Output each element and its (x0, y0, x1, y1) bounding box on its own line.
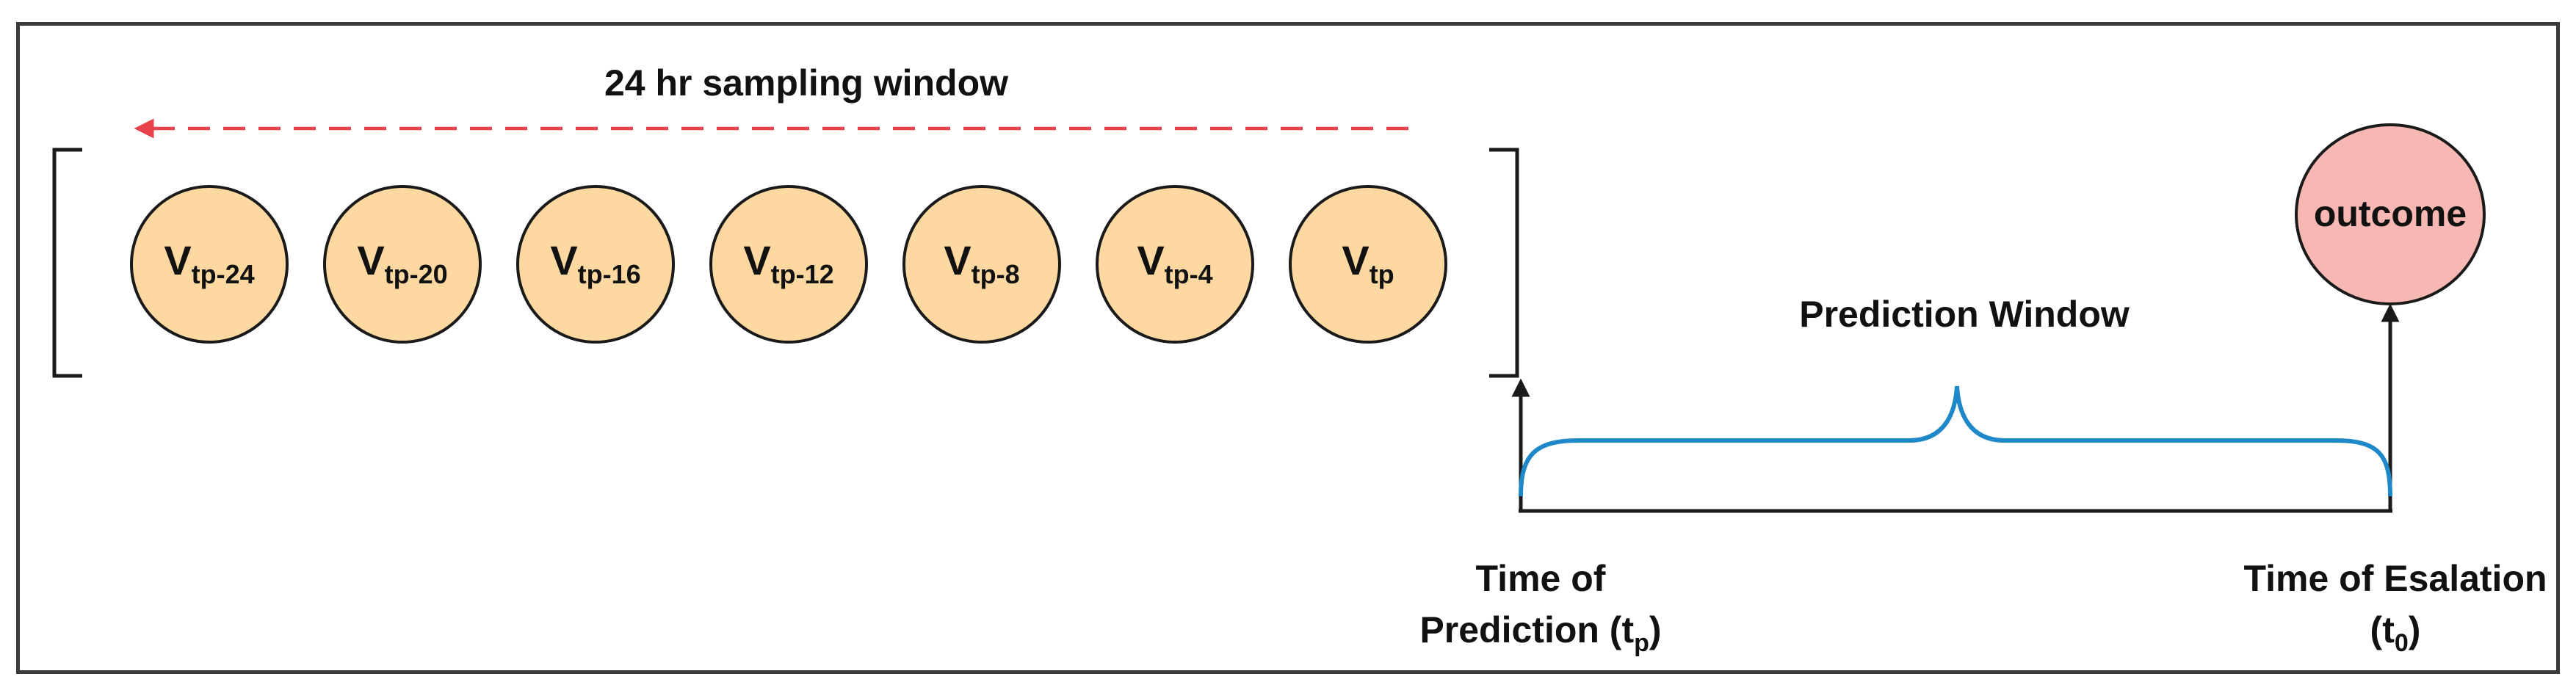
sample-node-label: Vtp-4 (1137, 237, 1212, 289)
sample-node-sub: tp (1370, 259, 1394, 289)
sample-node-circle (516, 185, 675, 344)
time-of-escalation-main: (t (2370, 609, 2395, 650)
time-of-prediction-main: Prediction (t (1419, 609, 1634, 650)
sample-node-circle (1096, 185, 1254, 344)
sample-node-label: Vtp (1342, 237, 1394, 289)
time-of-prediction-line2: Prediction (tp) (1419, 609, 1661, 657)
sample-node-circle (1289, 185, 1447, 344)
sample-node-sub: tp-4 (1165, 259, 1213, 289)
right-bracket (1489, 148, 1519, 378)
sample-node-label: Vtp-20 (357, 237, 447, 289)
sample-node-sub: tp-20 (385, 259, 448, 289)
outcome-label: outcome (2314, 193, 2467, 234)
sample-node-circle (709, 185, 868, 344)
sampling-window-label: 24 hr sampling window (604, 62, 1008, 104)
diagram-frame (16, 22, 2560, 674)
sample-node-sub: tp-16 (578, 259, 641, 289)
time-of-escalation-sub: 0 (2395, 629, 2409, 657)
sample-node-main: V (1137, 237, 1164, 283)
outcome-node (2295, 123, 2486, 305)
time-of-escalation-line2: (t0) (2370, 609, 2421, 657)
sample-node-label: Vtp-8 (944, 237, 1019, 289)
time-of-prediction-line1: Time of (1476, 558, 1606, 599)
sample-node-circle (130, 185, 289, 344)
prediction-window-label: Prediction Window (1799, 294, 2130, 335)
sample-node-label: Vtp-16 (550, 237, 640, 289)
sample-node-main: V (164, 237, 191, 283)
sample-node-circle (902, 185, 1061, 344)
time-of-prediction-sub: p (1634, 629, 1649, 657)
sample-node-main: V (357, 237, 384, 283)
sample-node-main: V (944, 237, 971, 283)
sample-node-main: V (550, 237, 577, 283)
time-of-escalation-line1: Time of Esalation (2243, 558, 2547, 599)
left-bracket (52, 148, 82, 378)
time-of-prediction-end: ) (1649, 609, 1662, 650)
sample-node-label: Vtp-12 (743, 237, 833, 289)
sample-node-main: V (743, 237, 770, 283)
sample-node-circle (323, 185, 482, 344)
sample-node-main: V (1342, 237, 1369, 283)
sample-node-sub: tp-8 (972, 259, 1020, 289)
sample-node-sub: tp-24 (192, 259, 255, 289)
prediction-window-brace (1519, 385, 2392, 497)
time-of-escalation-end: ) (2409, 609, 2421, 650)
sample-node-label: Vtp-24 (164, 237, 254, 289)
sample-node-sub: tp-12 (771, 259, 834, 289)
